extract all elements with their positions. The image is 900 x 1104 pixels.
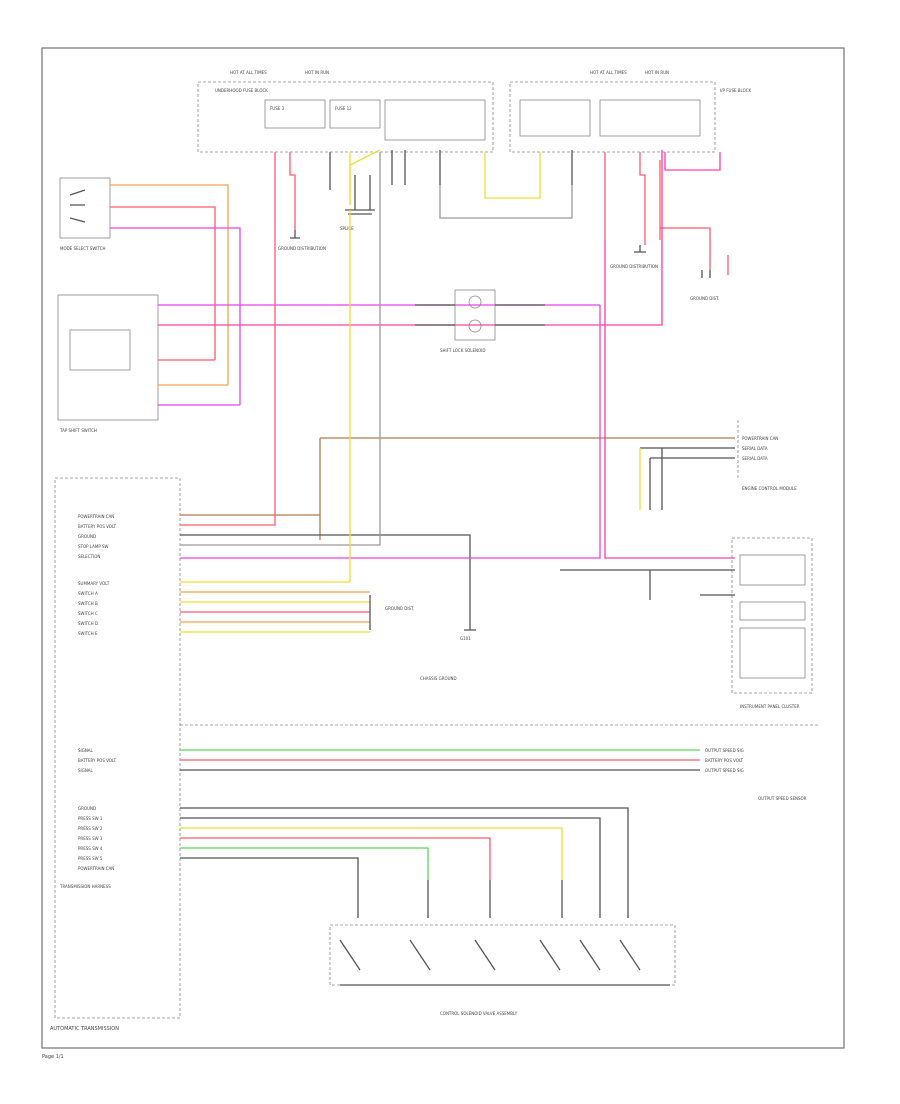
valve-body-label: TRANSMISSION HARNESS <box>59 884 111 889</box>
svg-text:SERIAL DATA: SERIAL DATA <box>742 456 768 461</box>
shift-lock-solenoid: SHIFT LOCK SOLENOID <box>415 289 545 353</box>
ground-g101: G101 CHASSIS GROUND <box>420 610 476 681</box>
svg-text:SERIAL DATA: SERIAL DATA <box>742 446 768 451</box>
pin-label-mid-2: SWITCH B <box>78 601 98 606</box>
pin-label-mid-0: SUMMARY VOLT <box>78 581 110 586</box>
svg-text:OUTPUT SPEED SIG: OUTPUT SPEED SIG <box>705 748 744 753</box>
pin-label-bottom-0: GROUND <box>78 806 96 811</box>
pin-label-bottom-2: PRESS SW 2 <box>78 826 103 831</box>
engine-module-label: ENGINE CONTROL MODULE <box>742 486 797 491</box>
fuse-box-left-label: UNDERHOOD FUSE BLOCK <box>215 88 268 93</box>
engine-control-module: POWERTRAIN CAN SERIAL DATA SERIAL DATA E… <box>639 420 797 510</box>
svg-text:FUSE 12: FUSE 12 <box>335 106 352 111</box>
shift-lock-label: SHIFT LOCK SOLENOID <box>440 348 485 353</box>
pin-label-bottom-6: POWERTRAIN CAN <box>78 866 114 871</box>
solenoid-assembly: CONTROL SOLENOID VALVE ASSEMBLY <box>329 880 676 1016</box>
tcm-boundary <box>54 477 181 1019</box>
pin-label-bottom-3: PRESS SW 3 <box>78 836 103 841</box>
mode-select-switch: MODE SELECT SWITCH <box>59 177 241 405</box>
pin-label-3: STOP LAMP SW <box>78 544 109 549</box>
solenoid-assembly-label: CONTROL SOLENOID VALVE ASSEMBLY <box>440 1011 518 1016</box>
svg-text:OUTPUT SPEED SIG: OUTPUT SPEED SIG <box>705 768 744 773</box>
svg-text:BATTERY POS VOLT: BATTERY POS VOLT <box>705 758 744 763</box>
pin-label-mid-3: SWITCH C <box>78 611 98 616</box>
pin-label-lower-0: SIGNAL <box>78 748 94 753</box>
top-wires <box>274 149 729 275</box>
pin-label-1: BATTERY POS VOLT <box>78 524 117 529</box>
power-fuse-box-left: HOT AT ALL TIMES HOT IN RUN FUSE 3 FUSE … <box>197 70 494 153</box>
power-fuse-box-right: HOT AT ALL TIMES HOT IN RUN I/P FUSE BLO… <box>509 70 752 153</box>
page-ref: Page 1/1 <box>42 1054 64 1060</box>
pin-label-mid-1: SWITCH A <box>78 591 98 596</box>
pin-label-2: GROUND <box>78 534 96 539</box>
svg-text:GROUND DIST.: GROUND DIST. <box>385 606 414 611</box>
pin-label-0: POWERTRAIN CAN <box>78 514 114 519</box>
ground-left-label: GROUND DISTRIBUTION <box>278 246 326 251</box>
ground-right-label: GROUND DISTRIBUTION <box>610 264 658 269</box>
svg-text:SPLICE: SPLICE <box>340 226 354 231</box>
svg-text:HOT IN RUN: HOT IN RUN <box>305 70 329 75</box>
mode-switch-label: MODE SELECT SWITCH <box>60 246 106 251</box>
instrument-cluster: INSTRUMENT PANEL CLUSTER <box>560 537 813 709</box>
speed-sensor-wires: SIGNAL BATTERY POS VOLT SIGNAL OUTPUT SP… <box>78 748 807 801</box>
solenoid-wires: GROUND PRESS SW 1 PRESS SW 2 PRESS SW 3 … <box>59 806 629 889</box>
ground-symbols-top: GROUND DISTRIBUTION SPLICE GROUND DISTRI… <box>278 209 719 301</box>
shift-switch-label: TAP SHIFT SWITCH <box>59 428 97 433</box>
pin-label-bottom-1: PRESS SW 1 <box>78 816 103 821</box>
svg-text:HOT IN RUN: HOT IN RUN <box>645 70 669 75</box>
pin-label-bottom-4: PRESS SW 4 <box>78 846 103 851</box>
cluster-label: INSTRUMENT PANEL CLUSTER <box>740 704 800 709</box>
speed-sensor-label: OUTPUT SPEED SENSOR <box>758 796 807 801</box>
svg-text:FUSE 3: FUSE 3 <box>270 106 285 111</box>
ground-mid-label: G101 <box>460 636 471 641</box>
svg-text:GROUND DIST.: GROUND DIST. <box>690 296 719 301</box>
pin-label-lower-1: BATTERY POS VOLT <box>78 758 117 763</box>
fuse-box-right-label: I/P FUSE BLOCK <box>720 88 752 93</box>
pin-label-bottom-5: PRESS SW 5 <box>78 856 103 861</box>
svg-text:POWERTRAIN CAN: POWERTRAIN CAN <box>742 436 778 441</box>
tcm-pins-top: POWERTRAIN CAN BATTERY POS VOLT GROUND S… <box>78 152 735 610</box>
pin-label-mid-4: SWITCH D <box>78 621 98 626</box>
tcm-pins-mid: SUMMARY VOLT SWITCH A SWITCH B SWITCH C … <box>78 210 414 636</box>
pin-label-lower-2: SIGNAL <box>78 768 94 773</box>
svg-text:HOT AT ALL TIMES: HOT AT ALL TIMES <box>590 70 627 75</box>
pin-label-4: SELECTION <box>78 554 100 559</box>
powertrain-can-wire <box>319 437 735 540</box>
svg-text:HOT AT ALL TIMES: HOT AT ALL TIMES <box>230 70 267 75</box>
pin-label-mid-5: SWITCH E <box>78 631 98 636</box>
caption-left: AUTOMATIC TRANSMISSION <box>50 1026 119 1032</box>
svg-text:CHASSIS GROUND: CHASSIS GROUND <box>420 676 457 681</box>
diagram-frame <box>41 47 845 1049</box>
